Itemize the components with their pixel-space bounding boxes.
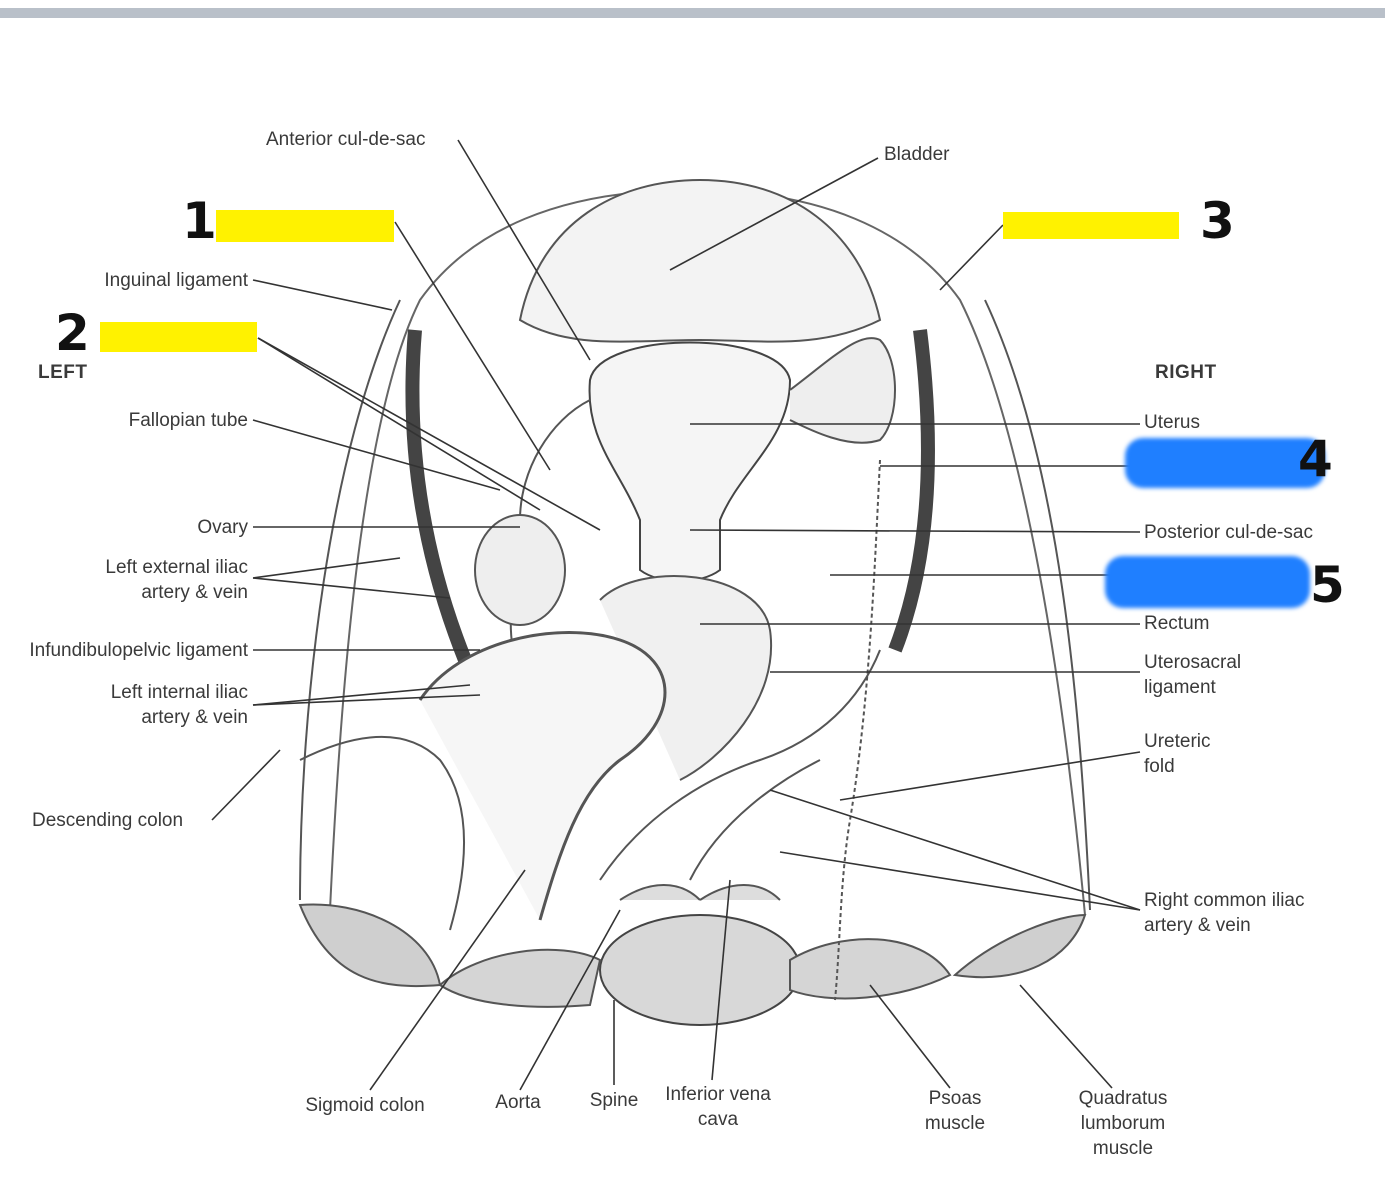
label-3-highlight bbox=[1003, 212, 1179, 239]
label-aorta: Aorta bbox=[495, 1092, 541, 1113]
label-5-highlight bbox=[1105, 556, 1310, 608]
label-right-common-iliac-line1: Right common iliac bbox=[1144, 890, 1305, 911]
label-uterosacral-line2: ligament bbox=[1144, 677, 1216, 698]
label-right-common-iliac-line2: artery & vein bbox=[1144, 915, 1251, 936]
label-bladder: Bladder bbox=[884, 144, 950, 165]
label-left-external-iliac-line2: artery & vein bbox=[141, 582, 248, 603]
label-left-external-iliac-line1: Left external iliac bbox=[105, 557, 248, 578]
top-bar bbox=[0, 0, 1385, 22]
top-bar-stripe bbox=[0, 8, 1385, 18]
label-1-highlight bbox=[216, 210, 394, 242]
label-inferior-vena-cava: Inferior vena cava bbox=[650, 1082, 786, 1132]
label-sigmoid-colon: Sigmoid colon bbox=[305, 1095, 425, 1116]
label-uterosacral-line1: Uterosacral bbox=[1144, 652, 1242, 673]
label-left: LEFT bbox=[38, 362, 88, 383]
label-fallopian-tube: Fallopian tube bbox=[128, 410, 248, 431]
label-quadratus-lumborum-muscle: Quadratus lumborum muscle bbox=[1060, 1086, 1186, 1161]
label-ivc-line1: Inferior vena bbox=[665, 1084, 771, 1105]
number-5: 5 bbox=[1310, 556, 1345, 614]
label-quadratus-line1: Quadratus bbox=[1078, 1088, 1168, 1109]
label-rectum: Rectum bbox=[1144, 613, 1210, 634]
label-4-highlight bbox=[1125, 438, 1325, 488]
number-1: 1 bbox=[182, 192, 217, 250]
label-anterior-cul-de-sac: Anterior cul-de-sac bbox=[266, 129, 426, 150]
label-2-highlight bbox=[100, 322, 257, 352]
label-spine: Spine bbox=[589, 1090, 639, 1111]
number-4: 4 bbox=[1298, 430, 1333, 488]
label-inguinal-ligament: Inguinal ligament bbox=[104, 270, 248, 291]
label-psoas-line1: Psoas bbox=[928, 1088, 982, 1109]
label-ureteric-line2: fold bbox=[1144, 756, 1175, 777]
label-quadratus-line3: muscle bbox=[1092, 1138, 1154, 1159]
label-psoas-muscle: Psoas muscle bbox=[905, 1086, 1005, 1136]
label-posterior-cul-de-sac: Posterior cul-de-sac bbox=[1144, 522, 1313, 543]
label-right: RIGHT bbox=[1155, 362, 1217, 383]
label-ovary: Ovary bbox=[197, 517, 248, 538]
label-psoas-line2: muscle bbox=[924, 1113, 986, 1134]
number-3: 3 bbox=[1200, 192, 1235, 250]
label-ivc-line2: cava bbox=[697, 1109, 739, 1130]
label-ureteric-fold: Ureteric fold bbox=[1144, 729, 1211, 779]
label-left-internal-iliac: Left internal iliac artery & vein bbox=[40, 680, 248, 730]
label-uterosacral-ligament: Uterosacral ligament bbox=[1144, 650, 1241, 700]
label-descending-colon: Descending colon bbox=[32, 810, 184, 831]
label-left-internal-iliac-line1: Left internal iliac bbox=[110, 682, 248, 703]
number-2: 2 bbox=[55, 304, 90, 362]
label-uterus: Uterus bbox=[1144, 412, 1200, 433]
label-left-internal-iliac-line2: artery & vein bbox=[141, 707, 248, 728]
label-infundibulopelvic-ligament: Infundibulopelvic ligament bbox=[29, 640, 248, 661]
label-quadratus-line2: lumborum bbox=[1080, 1113, 1166, 1134]
label-left-external-iliac: Left external iliac artery & vein bbox=[40, 555, 248, 605]
label-ureteric-line1: Ureteric bbox=[1144, 731, 1211, 752]
label-right-common-iliac: Right common iliac artery & vein bbox=[1144, 888, 1305, 938]
